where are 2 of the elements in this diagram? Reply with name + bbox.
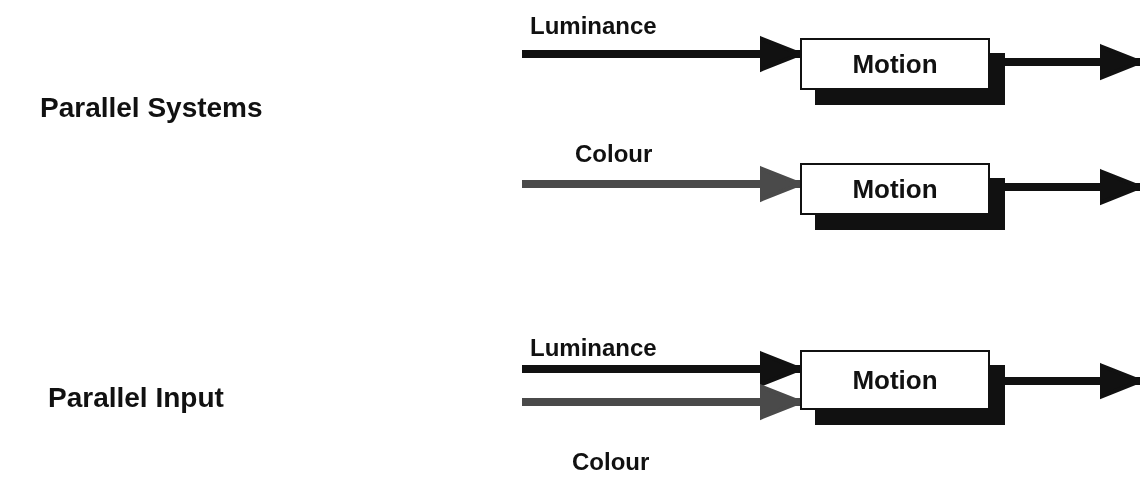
section-heading: Parallel Input — [48, 382, 224, 414]
section-heading: Parallel Systems — [40, 92, 263, 124]
